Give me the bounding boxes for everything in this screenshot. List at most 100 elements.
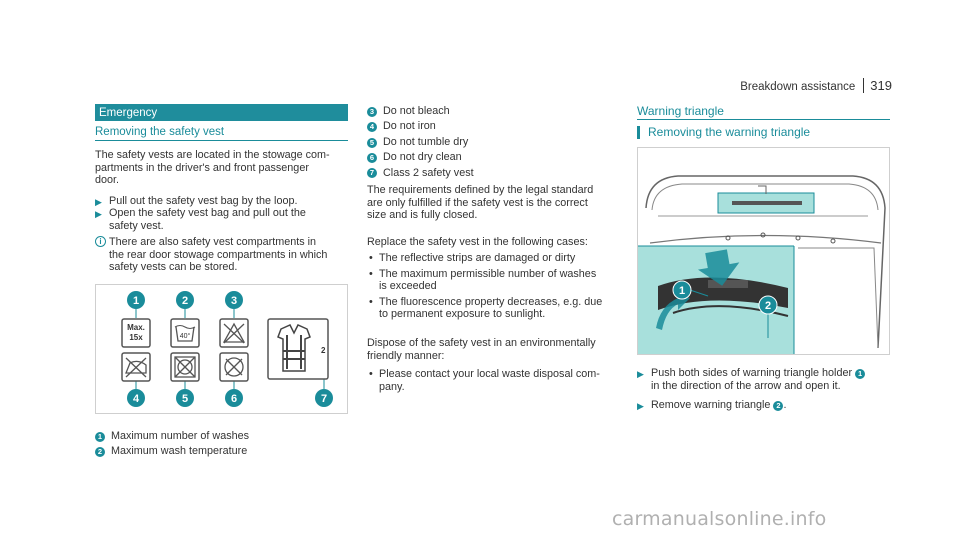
trunk-illustration: 1 2 — [638, 148, 889, 354]
info-icon: i — [95, 236, 106, 247]
step-push-holder: ▶ Push both sides of warning triangle ho… — [637, 367, 897, 392]
list-item-line: The fluorescence property decreases, e.g… — [379, 295, 603, 308]
section-bar-emergency: Emergency — [95, 104, 348, 121]
note-line: the rear door stowage compartments in wh… — [109, 248, 328, 261]
svg-text:2: 2 — [182, 295, 188, 307]
callout-2-icon: 2 — [176, 291, 194, 309]
legend-item: 4 Do not iron — [367, 119, 474, 134]
note-line: safety vests can be stored. — [109, 261, 238, 274]
step-line: Remove warning triangle — [651, 399, 771, 411]
max-label: Max. — [127, 323, 145, 332]
ref-number: 2 — [773, 401, 784, 411]
page-header: Breakdown assistance 319 — [740, 78, 892, 93]
step-arrow-icon: ▶ — [95, 197, 102, 207]
care-label-figure: 1 2 3 Max. 15x 40° — [95, 284, 348, 414]
requirements-paragraph: The requirements defined by the legal st… — [367, 184, 627, 222]
svg-text:5: 5 — [182, 393, 188, 405]
step-text: Open the safety vest bag and pull out th… — [109, 207, 306, 219]
legend-item: 7 Class 2 safety vest — [367, 166, 474, 181]
step-text: Remove warning triangle 2. — [651, 399, 787, 411]
list-item: The reflective strips are damaged or dir… — [367, 252, 627, 265]
step-arrow-icon: ▶ — [637, 401, 644, 411]
note-line: There are also safety vest compartments … — [109, 236, 317, 248]
intro-line: The safety vests are located in the stow… — [95, 149, 330, 161]
callout-3-icon: 3 — [225, 291, 243, 309]
no-dry-clean-symbol-icon — [219, 352, 249, 382]
ref-number: 1 — [855, 369, 866, 379]
intro-line: partments in the driver's and front pass… — [95, 161, 309, 174]
svg-text:4: 4 — [133, 393, 140, 405]
max-washes-symbol-icon: Max. 15x — [121, 318, 151, 348]
legend-number: 6 — [367, 152, 377, 163]
no-iron-symbol-icon — [121, 352, 151, 382]
legend-text: Class 2 safety vest — [383, 166, 474, 179]
callout-1-icon: 1 — [127, 291, 145, 309]
svg-text:1: 1 — [679, 285, 685, 297]
no-tumble-dry-symbol-icon — [170, 352, 200, 382]
heading-warning-triangle: Warning triangle — [637, 104, 724, 118]
subheading-remove-triangle: Removing the warning triangle — [648, 125, 811, 139]
callout-2-icon: 2 — [758, 295, 778, 315]
care-symbols-illustration: 1 2 3 Max. 15x 40° — [121, 291, 333, 407]
requirements-line: are only fulfilled if the safety vest is… — [367, 196, 588, 209]
callout-6-icon: 6 — [225, 389, 243, 407]
legend-number: 5 — [367, 137, 377, 148]
legend-item: 5 Do not tumble dry — [367, 135, 474, 150]
step-pull-out: ▶ Pull out the safety vest bag by the lo… — [95, 195, 355, 208]
trunk-figure: 1 2 — [637, 147, 890, 355]
list-item-line: Please contact your local waste disposal… — [379, 368, 600, 380]
callout-1-icon: 1 — [672, 280, 692, 300]
dispose-line: friendly manner: — [367, 349, 445, 362]
intro-paragraph: The safety vests are located in the stow… — [95, 149, 355, 187]
list-item: The maximum permissible number of washes… — [367, 268, 627, 293]
svg-text:3: 3 — [231, 295, 237, 307]
legend-number: 7 — [367, 168, 377, 179]
legend-number: 2 — [95, 447, 105, 458]
intro-line: door. — [95, 174, 120, 187]
step-arrow-icon: ▶ — [95, 209, 102, 219]
step-line: in the direction of the arrow and open i… — [651, 379, 841, 392]
max-count-label: 15x — [129, 333, 143, 342]
list-item: Please contact your local waste disposal… — [367, 368, 627, 393]
legend-number: 4 — [367, 122, 377, 133]
step-open-bag: ▶ Open the safety vest bag and pull out … — [95, 207, 355, 232]
watermark: carmanualsonline.info — [612, 508, 827, 530]
list-item-line: to permanent exposure to sunlight. — [379, 308, 546, 321]
requirements-line: size and is fully closed. — [367, 209, 478, 222]
svg-text:2: 2 — [765, 300, 771, 312]
legend-text: Do not iron — [383, 120, 436, 133]
dispose-paragraph: Dispose of the safety vest in an environ… — [367, 337, 627, 362]
page-number: 319 — [863, 78, 892, 93]
list-item-line: The reflective strips are damaged or dir… — [379, 252, 576, 264]
svg-text:1: 1 — [133, 295, 139, 307]
legend-text: Maximum wash temperature — [111, 445, 248, 458]
subheading-marker — [637, 126, 640, 139]
list-item-line: The maximum permissible number of washes — [379, 267, 597, 280]
callout-5-icon: 5 — [176, 389, 194, 407]
class-label: 2 — [321, 346, 326, 355]
legend-text: Maximum number of washes — [111, 430, 250, 442]
legend-text: Do not tumble dry — [383, 135, 469, 148]
callout-4-icon: 4 — [127, 389, 145, 407]
no-bleach-symbol-icon — [219, 318, 249, 348]
dispose-line: Dispose of the safety vest in an environ… — [367, 337, 596, 349]
step-text: safety vest. — [109, 219, 164, 232]
requirements-line: The requirements defined by the legal st… — [367, 184, 594, 196]
callout-7-icon: 7 — [315, 389, 333, 407]
legend-number: 3 — [367, 106, 377, 117]
legend-text: Do not bleach — [383, 105, 450, 117]
temp-label: 40° — [180, 332, 191, 340]
step-arrow-icon: ▶ — [637, 369, 644, 379]
subheading-rule — [95, 140, 348, 141]
step-text: Push both sides of warning triangle hold… — [651, 367, 897, 380]
subheading-safety-vest: Removing the safety vest — [95, 126, 225, 138]
list-item: The fluorescence property decreases, e.g… — [367, 296, 627, 321]
svg-text:6: 6 — [231, 393, 237, 405]
class-2-vest-symbol-icon: 2 — [267, 318, 329, 380]
heading-rule — [637, 119, 890, 120]
step-remove-triangle: ▶ Remove warning triangle 2. — [637, 399, 897, 412]
legend-middle: 3 Do not bleach 4 Do not iron 5 Do not tumb… — [367, 104, 474, 181]
